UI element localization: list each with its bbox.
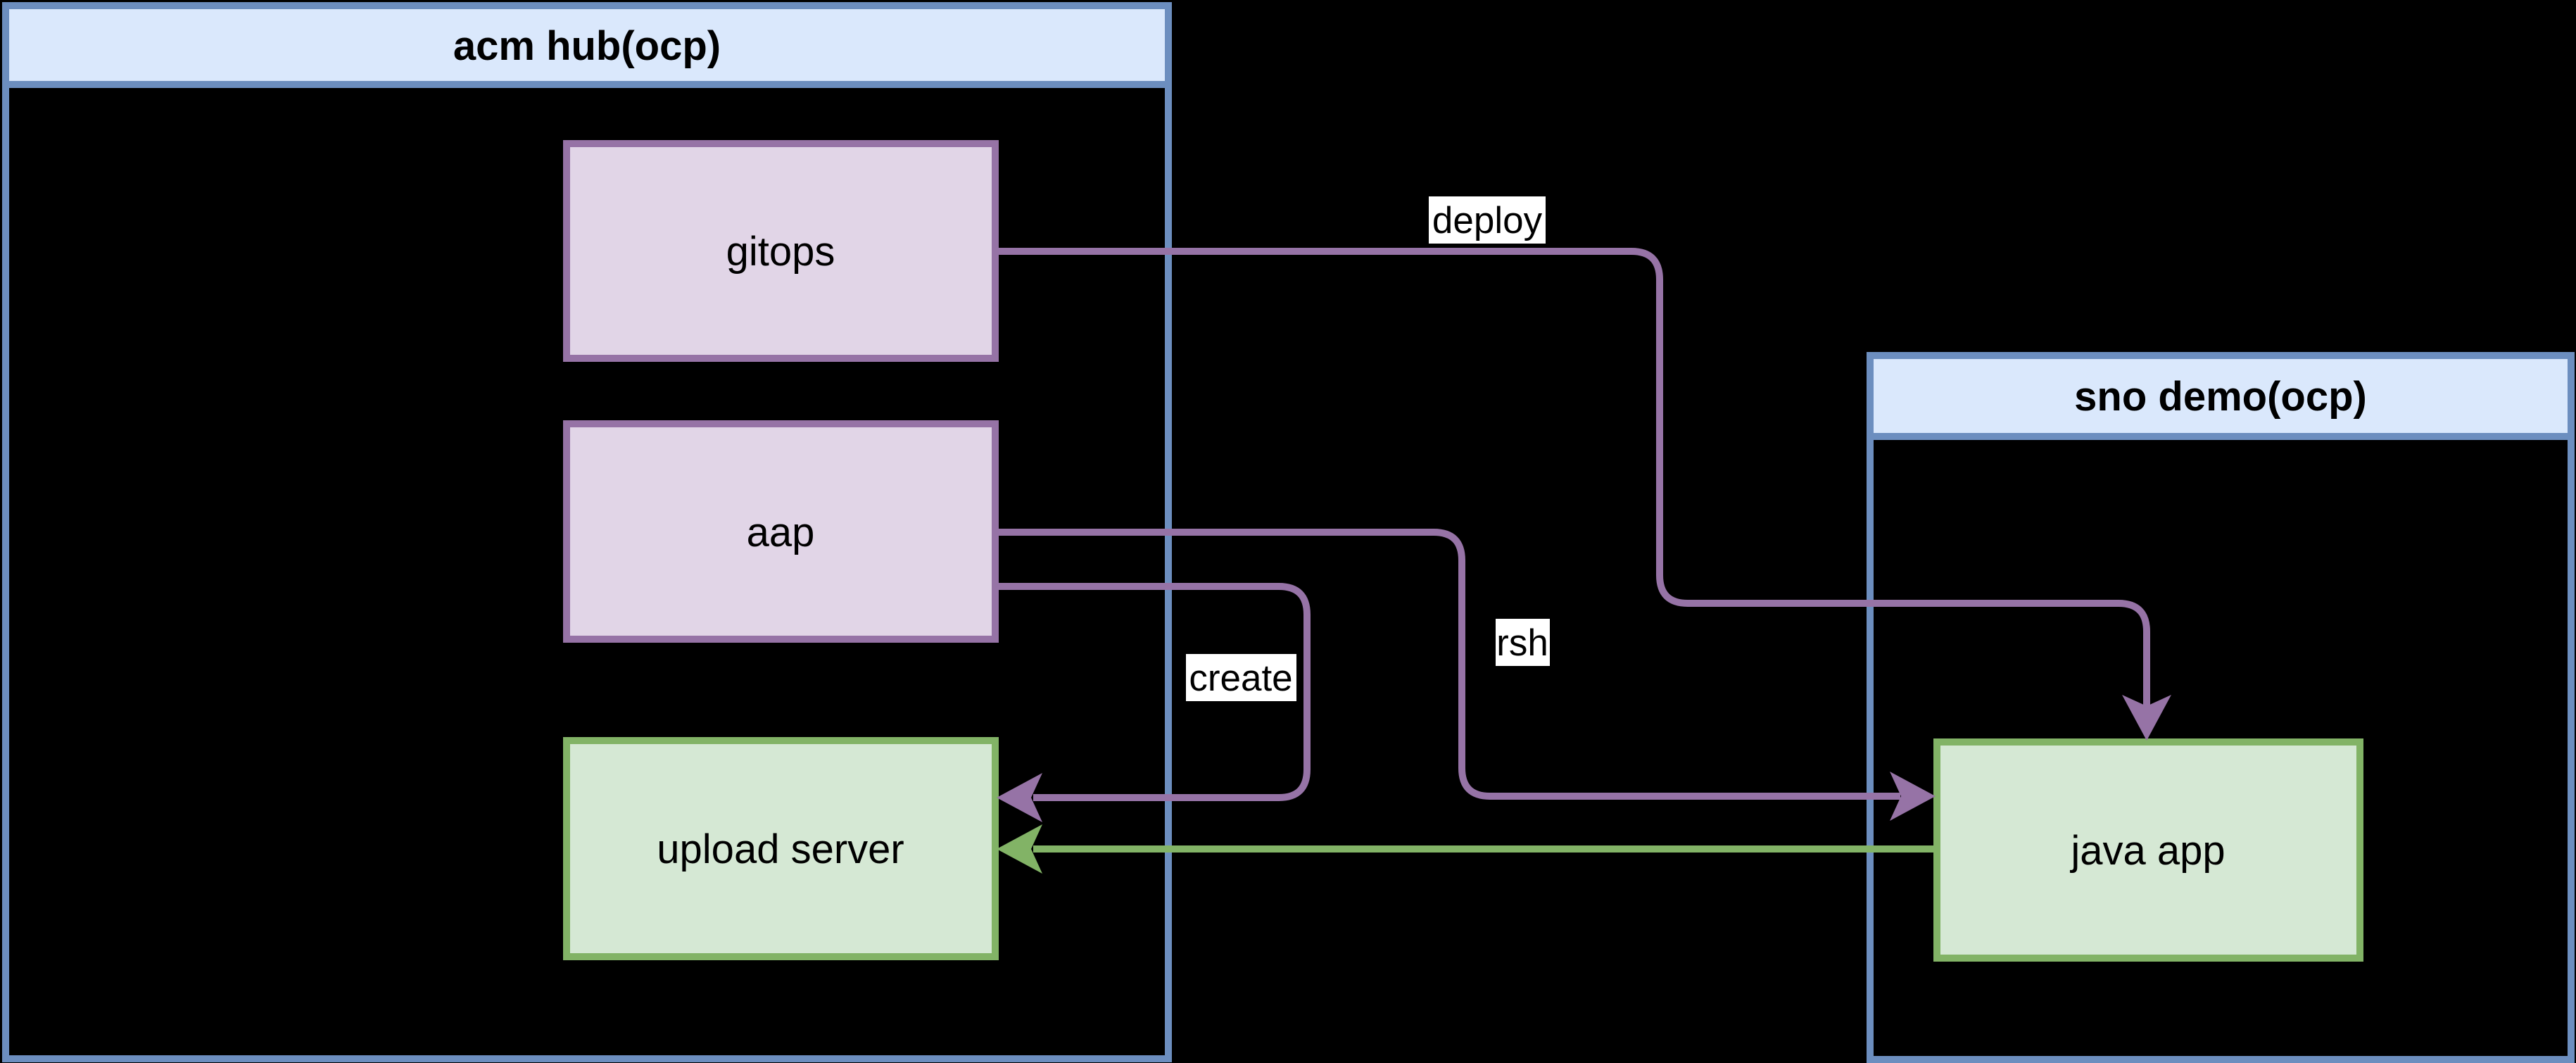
edge-create: create [995,583,1311,822]
java-app-label: java app [2069,828,2225,874]
deploy-label: deploy [1432,200,1543,241]
node-aap: aap [563,420,999,643]
aap-label: aap [747,510,815,555]
acm-hub-title: acm hub(ocp) [453,23,721,69]
arrowhead-right-icon [1890,772,1936,821]
edge-deploy-path [995,248,2150,708]
rsh-label-background [1496,619,1550,666]
gitops-label: gitops [726,229,835,275]
edge-java-to-upload [997,824,1936,874]
upload-server-box [563,737,999,960]
edge-rsh: rsh [995,529,1936,821]
arrowhead-left-icon [997,773,1042,822]
sno-demo-title: sno demo(ocp) [2074,374,2367,420]
gitops-box [563,140,999,362]
edge-create-path [995,583,1311,801]
aap-box [563,420,999,643]
acm-hub-header [2,2,1172,88]
create-label: create [1189,658,1292,699]
node-gitops: gitops [563,140,999,362]
java-app-box [1933,738,2363,962]
arrowhead-down-icon [2122,695,2171,741]
rsh-label: rsh [1496,622,1548,664]
node-upload-server: upload server [563,737,999,960]
create-label-background [1186,654,1296,701]
sno-demo-header [1867,352,2575,440]
arrowhead-left-green-icon [997,824,1042,874]
deploy-label-background [1429,196,1546,244]
upload-server-label: upload server [657,826,904,872]
node-java-app: java app [1933,738,2363,962]
edge-rsh-path [995,529,1900,800]
edge-deploy: deploy [995,196,2171,741]
